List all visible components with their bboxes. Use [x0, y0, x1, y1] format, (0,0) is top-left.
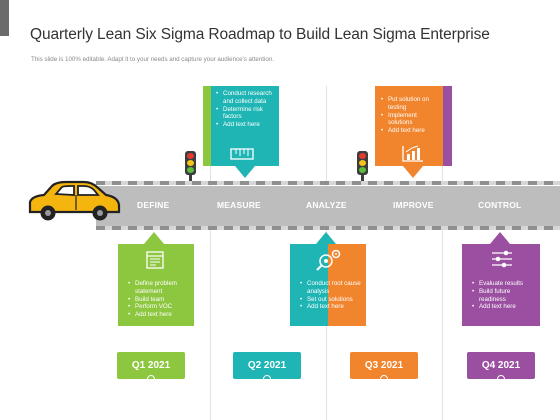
define-box-item: Build team	[128, 296, 190, 304]
sliders-icon	[492, 250, 512, 268]
define-box-item: Define problem statement	[128, 280, 190, 296]
measure-box: Conduct research and collect data Determ…	[211, 86, 279, 166]
quarter-q2: Q2 2021	[233, 352, 301, 379]
column-divider	[442, 86, 443, 420]
define-box-item: Perform VOC	[128, 303, 190, 311]
quarter-q4: Q4 2021	[467, 352, 535, 379]
analyze-box: Conduct root cause analysis Set out solu…	[290, 280, 366, 326]
improve-box-item: Implement solutions	[381, 112, 439, 128]
improve-box-accent	[443, 86, 452, 166]
control-box: Evaluate results Build future readiness …	[462, 244, 540, 326]
slide-subtitle: This slide is 100% editable. Adapt it to…	[31, 56, 274, 63]
control-box-item: Add text here	[472, 303, 536, 311]
define-box: Define problem statement Build team Perf…	[118, 244, 194, 326]
measure-box-item: Add text here	[216, 121, 275, 129]
improve-box-item: Add text here	[381, 127, 439, 135]
quarter-marker	[380, 375, 388, 383]
control-box-item: Evaluate results	[472, 280, 536, 288]
quarter-q3: Q3 2021	[350, 352, 418, 379]
analyze-box-item: Set out solutions	[300, 296, 362, 304]
improve-box: Put solution on testing Implement soluti…	[375, 86, 443, 166]
define-box-pointer	[144, 232, 164, 244]
measure-box-accent	[203, 86, 211, 166]
quarter-marker	[263, 375, 271, 383]
improve-box-item: Put solution on testing	[381, 96, 439, 112]
road-edge-bottom	[96, 226, 560, 230]
corner-mark	[0, 0, 9, 36]
define-box-item: Add text here	[128, 311, 190, 319]
growth-chart-icon	[402, 145, 423, 162]
stage-label-analyze: ANALYZE	[306, 200, 347, 210]
quarter-marker	[147, 375, 155, 383]
measure-box-pointer	[235, 166, 255, 178]
measure-box-item: Conduct research and collect data	[216, 90, 275, 106]
control-box-item: Build future readiness	[472, 288, 536, 304]
road	[96, 186, 560, 226]
measure-box-item: Determine risk factors	[216, 106, 275, 122]
stage-label-improve: IMPROVE	[393, 200, 434, 210]
column-divider	[210, 86, 211, 420]
improve-box-pointer	[403, 166, 423, 178]
quarter-q1: Q1 2021	[117, 352, 185, 379]
analyze-box-item: Conduct root cause analysis	[300, 280, 362, 296]
document-icon	[146, 251, 164, 269]
stage-label-control: CONTROL	[478, 200, 522, 210]
traffic-light	[185, 151, 196, 181]
analyze-box-pointer	[316, 232, 336, 244]
stage-label-define: DEFINE	[137, 200, 170, 210]
slide-title: Quarterly Lean Six Sigma Roadmap to Buil…	[30, 26, 490, 43]
quarter-marker	[497, 375, 505, 383]
analyze-box-item: Add text here	[300, 303, 362, 311]
ruler-icon	[230, 148, 254, 160]
control-box-pointer	[490, 232, 510, 244]
magnifier-gear-icon	[316, 249, 341, 271]
stage-label-measure: MEASURE	[217, 200, 261, 210]
road-edge-top	[96, 181, 560, 185]
car-icon	[28, 180, 121, 221]
traffic-light	[357, 151, 368, 181]
